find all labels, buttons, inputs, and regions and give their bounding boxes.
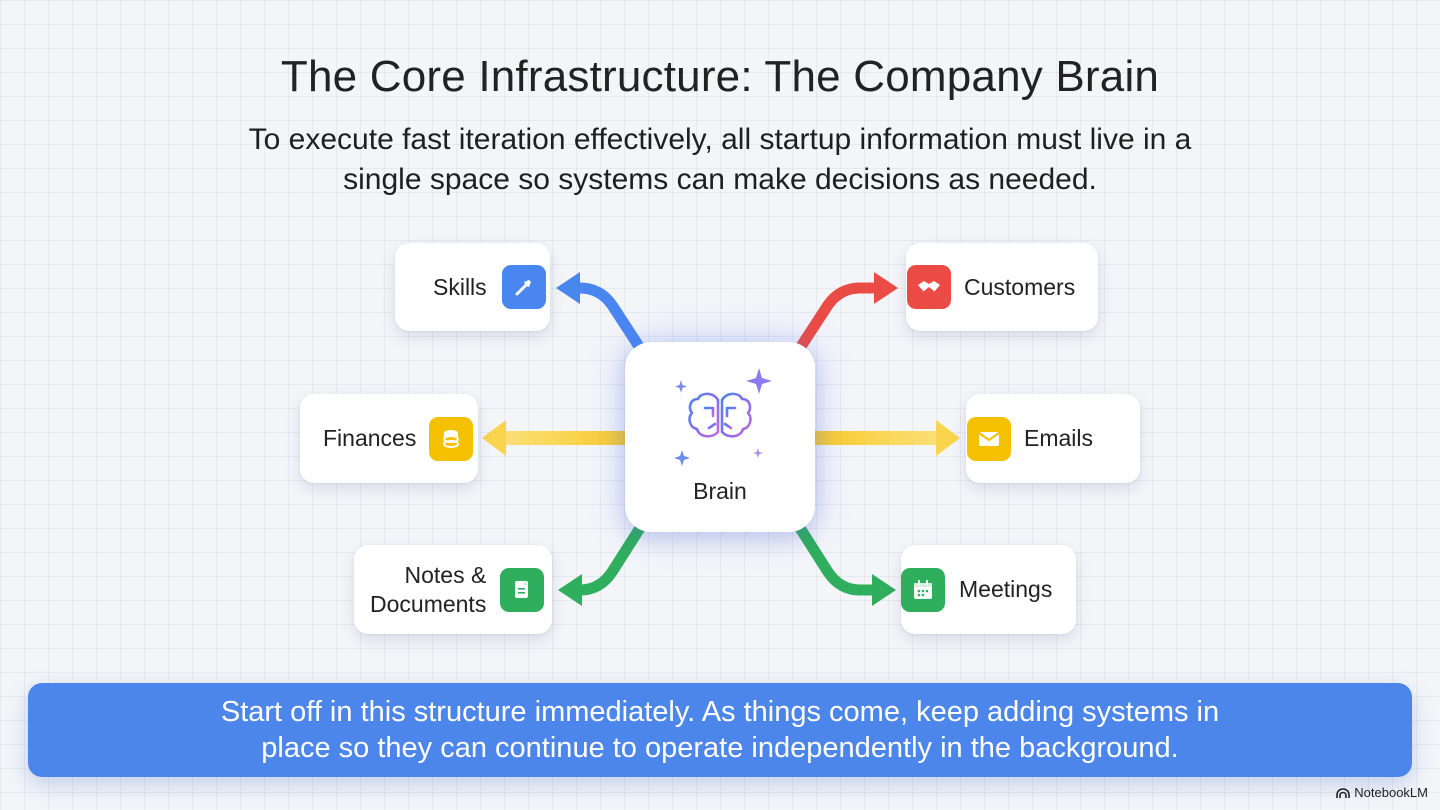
- footer-banner-text: Start off in this structure immediately.…: [220, 696, 1220, 764]
- wrench-icon: [501, 265, 546, 309]
- sparkle-icon: [674, 368, 772, 466]
- brain-label: Brain: [693, 478, 747, 504]
- node-notes-label-line1: Notes &: [404, 561, 487, 588]
- node-skills: Skills: [395, 243, 550, 331]
- arrowhead-customers: [874, 272, 898, 304]
- notebooklm-logo-icon: [1336, 787, 1351, 798]
- node-customers-label: Customers: [964, 273, 1076, 300]
- node-finances-label: Finances: [323, 425, 417, 451]
- node-skills-label: Skills: [433, 273, 487, 300]
- brand-label: NotebookLM: [1354, 785, 1428, 800]
- node-emails: Emails: [966, 394, 1140, 483]
- brain-icon: [688, 392, 752, 438]
- node-finances: Finances: [300, 394, 478, 483]
- arrow-to-emails: [815, 431, 943, 445]
- arrowhead-notes: [558, 574, 582, 606]
- footer-banner: Start off in this structure immediately.…: [28, 683, 1412, 777]
- page-title: The Core Infrastructure: The Company Bra…: [280, 52, 1160, 101]
- calendar-icon: [901, 567, 945, 612]
- node-customers: Customers: [906, 243, 1098, 331]
- page-subtitle: To execute fast iteration effectively, a…: [248, 123, 1192, 196]
- handshake-icon: [907, 265, 951, 309]
- arrow-to-skills: [566, 282, 646, 354]
- node-meetings: Meetings: [901, 545, 1076, 634]
- node-notes-label-line2: Documents: [370, 590, 487, 617]
- arrowhead-finances: [482, 420, 506, 456]
- node-meetings-label: Meetings: [959, 576, 1053, 602]
- arrow-to-meetings: [794, 522, 884, 596]
- arrow-to-customers: [794, 282, 886, 354]
- document-icon: [500, 567, 545, 612]
- arrow-to-finances: [500, 431, 626, 445]
- arrowhead-emails: [936, 420, 960, 456]
- arrowhead-skills: [556, 272, 580, 304]
- arrow-to-notes: [568, 522, 646, 596]
- brain-node: Brain: [625, 342, 815, 532]
- arrowhead-meetings: [872, 574, 896, 606]
- node-notes-label: Notes & Documents: [370, 561, 486, 619]
- brand-watermark: NotebookLM: [1336, 785, 1428, 800]
- envelope-icon: [967, 416, 1011, 461]
- node-emails-label: Emails: [1024, 425, 1094, 451]
- node-notes-documents: Notes & Documents: [354, 545, 552, 634]
- coins-icon: [429, 416, 474, 461]
